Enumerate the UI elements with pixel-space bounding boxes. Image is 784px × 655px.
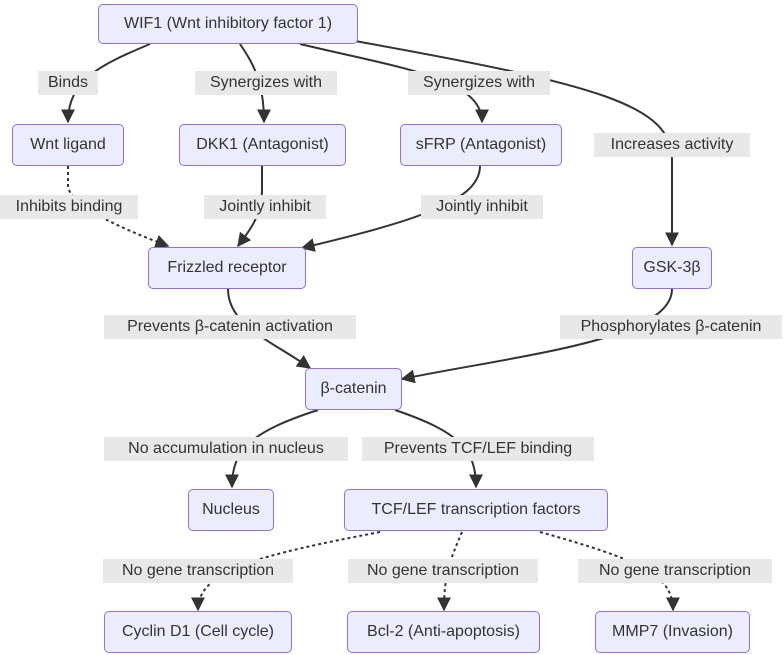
edge-label-no-tx-mmp7: No gene transcription xyxy=(578,559,772,583)
edge-label-inhibits-binding: Inhibits binding xyxy=(0,195,138,219)
node-beta-catenin: β-catenin xyxy=(305,368,402,410)
edge-label-no-tx-cyclin: No gene transcription xyxy=(103,559,293,583)
edge-label-binds: Binds xyxy=(38,71,98,95)
edge-gsk3b-to-bcatenin xyxy=(400,288,673,384)
edge-label-prevents-activation: Prevents β-catenin activation xyxy=(104,315,356,339)
node-frizzled-receptor: Frizzled receptor xyxy=(148,247,306,289)
node-tcf-lef: TCF/LEF transcription factors xyxy=(344,489,608,531)
edge-label-synergizes-dkk1: Synergizes with xyxy=(195,71,337,95)
node-wif1: WIF1 (Wnt inhibitory factor 1) xyxy=(98,4,358,44)
node-sfrp: sFRP (Antagonist) xyxy=(400,124,562,166)
node-mmp7: MMP7 (Invasion) xyxy=(595,611,750,653)
edge-label-increases-activity: Increases activity xyxy=(594,133,750,157)
edge-label-phosphorylates: Phosphorylates β-catenin xyxy=(560,315,782,339)
node-bcl2: Bcl-2 (Anti-apoptosis) xyxy=(347,611,540,653)
edge-label-no-tx-bcl2: No gene transcription xyxy=(348,559,538,583)
edge-label-jointly-sfrp: Jointly inhibit xyxy=(421,195,543,219)
edge-label-synergizes-sfrp: Synergizes with xyxy=(408,71,550,95)
edge-label-no-accumulation: No accumulation in nucleus xyxy=(104,437,348,461)
edge-label-jointly-dkk1: Jointly inhibit xyxy=(204,195,326,219)
node-wnt-ligand: Wnt ligand xyxy=(12,124,124,166)
edge-label-prevents-tcf: Prevents TCF/LEF binding xyxy=(362,437,594,461)
node-dkk1: DKK1 (Antagonist) xyxy=(179,124,346,166)
node-cyclin-d1: Cyclin D1 (Cell cycle) xyxy=(104,611,292,653)
node-gsk3b: GSK-3β xyxy=(632,247,712,289)
node-nucleus: Nucleus xyxy=(188,489,274,531)
